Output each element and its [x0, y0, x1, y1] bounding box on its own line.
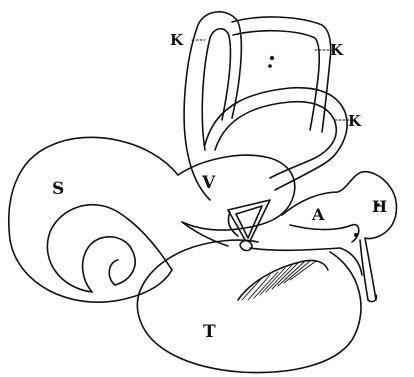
tympanum-inner-ridge [238, 260, 328, 300]
stirrup-footplate [240, 241, 252, 251]
label-h: H [372, 197, 387, 216]
label-t: T [203, 322, 216, 342]
label-a: A [311, 205, 325, 224]
leader-lines [192, 40, 350, 120]
cochlea [9, 137, 178, 302]
malleus-handle [360, 240, 376, 302]
canal-posterior-outer [232, 17, 331, 132]
vestibule-body [178, 155, 295, 230]
stirrup-frame [228, 200, 270, 245]
tympanum-outline [137, 240, 361, 372]
label-v: V [201, 173, 216, 193]
cochlea-apex [109, 260, 118, 285]
vestibule [178, 155, 295, 246]
vestibule-lower [182, 222, 228, 246]
dot-mark [355, 234, 357, 236]
dot-mark [269, 65, 271, 67]
label-k-right: K [330, 41, 344, 59]
label-s: S [52, 179, 64, 199]
figure-labels: K K K S V A H T [52, 31, 387, 342]
label-k-lower: K [348, 112, 362, 130]
stirrup [228, 200, 270, 251]
anvil-body [290, 225, 359, 242]
cochlea-turn-3 [83, 237, 136, 292]
canal-posterior-inner [233, 31, 319, 130]
cochlea-outer [9, 137, 178, 302]
dot-mark [271, 57, 274, 60]
semicircular-canals [184, 12, 347, 200]
label-k-top: K [170, 31, 184, 49]
tympanic-membrane [137, 240, 361, 372]
anvil-outline [282, 172, 397, 300]
stirrup-inner [236, 206, 262, 238]
hatch-marks [242, 261, 316, 300]
canal-superior-inner [202, 29, 230, 150]
hatch-line [242, 278, 262, 300]
